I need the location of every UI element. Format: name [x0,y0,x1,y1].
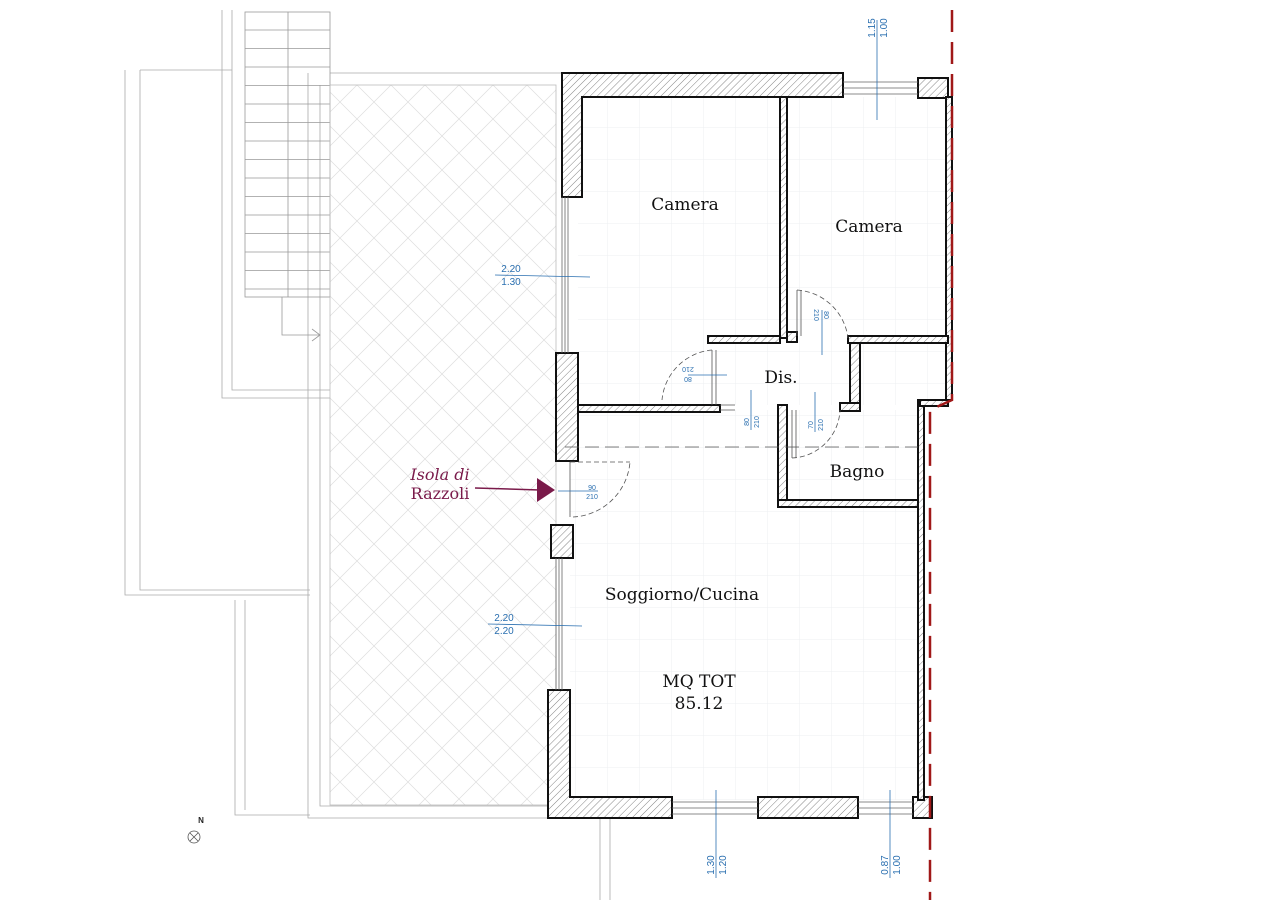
window-dim-top: 0.87 [880,855,891,875]
window-dim-bottom: 1.00 [892,855,903,875]
property-boundary [928,10,954,900]
window-dim-top: 2.20 [501,264,521,275]
door-dim-top: 80 [684,375,692,382]
annotation-line-2: Razzoli [411,484,470,503]
north-label: N [198,816,204,825]
total-area-value: 85.12 [675,694,724,714]
door-leaves [569,290,802,517]
window-dim-top: 2.20 [494,613,514,624]
door-dim-bottom: 210 [818,419,825,431]
room-label-camera-1: Camera [651,195,719,215]
door-dim-top: 70 [808,421,815,429]
site-outlines [124,10,611,900]
annotation-arrow-icon [474,478,555,502]
annotation-line-1: Isola di [409,465,469,484]
windows [555,81,918,815]
door-dim-bottom: 210 [682,365,694,372]
window-dim-bottom: 1.30 [501,277,521,288]
window-dim-bottom: 1.20 [718,855,729,875]
compass-icon [187,830,201,844]
door-dim-top: 90 [588,485,596,492]
room-label-dis: Dis. [764,368,797,388]
door-dim-bottom: 210 [754,416,761,428]
window-dim-top: 1.30 [706,855,717,875]
stair-arrow-icon [281,297,321,342]
door-dim-top: 80 [744,418,751,426]
room-label-camera-2: Camera [835,217,903,237]
dimension-leaders [487,20,891,878]
door-dim-bottom: 210 [586,494,598,501]
walls [547,72,953,819]
window-dim-bottom: 1.00 [879,18,890,38]
door-dim-top: 80 [822,311,829,319]
staircase [244,11,331,342]
window-dim-bottom: 2.20 [494,626,514,637]
room-label-bagno: Bagno [830,462,885,482]
door-dim-bottom: 210 [812,309,819,321]
doors [565,289,918,518]
window-dim-top: 1.15 [867,18,878,38]
interior-floor [570,97,948,800]
room-label-soggiorno: Soggiorno/Cucina [605,585,759,605]
total-area-label: MQ TOT [662,672,736,692]
terrace [329,84,557,806]
